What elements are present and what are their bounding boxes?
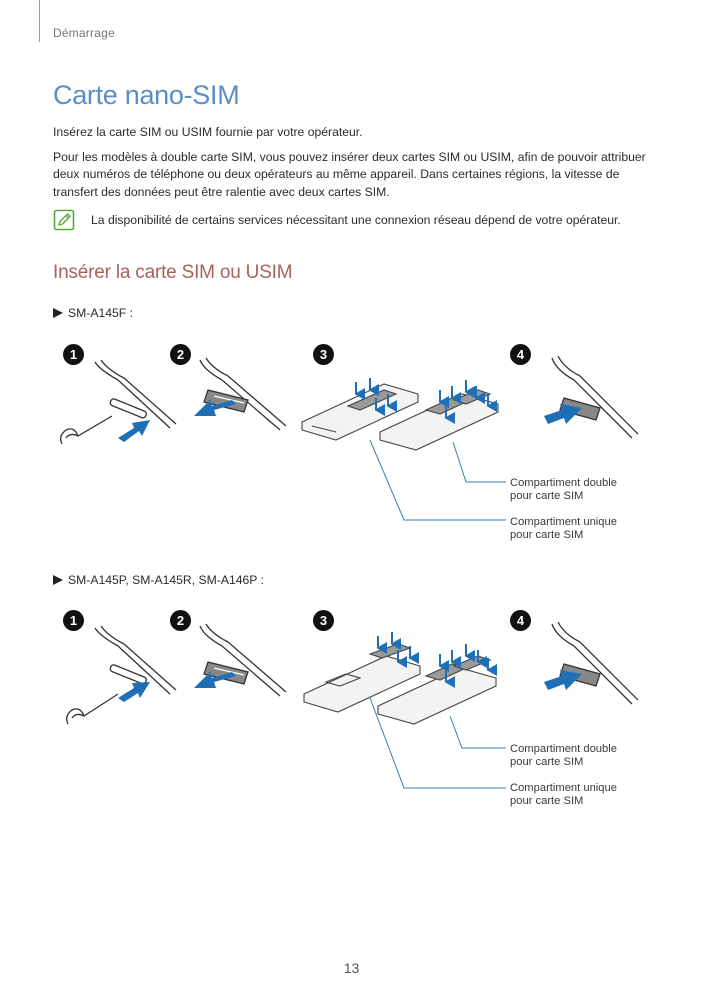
section-subtitle: Insérer la carte SIM ou USIM [53, 262, 293, 283]
push-tray-arrow [544, 670, 582, 690]
model-label-text: SM-A145P, SM-A145R, SM-A146P : [68, 573, 264, 587]
insert-sim-arrows [354, 378, 497, 424]
phone-edge-tray-in-step [551, 621, 639, 705]
step-badge-4: 4 [510, 344, 531, 365]
intro-paragraph: Insérez la carte SIM ou USIM fournie par… [53, 125, 363, 139]
phone-edge-tray-in-step [551, 355, 639, 439]
sim-installation-illustration-1 [60, 355, 639, 521]
section-label: Démarrage [53, 26, 115, 40]
step-badge-1: 1 [63, 344, 84, 365]
model-label-2: SM-A145P, SM-A145R, SM-A146P : [53, 573, 264, 587]
callout-single-sim-1: Compartiment unique pour carte SIM [510, 516, 617, 541]
phone-edge-tray-out-step [199, 357, 287, 431]
pointer-triangle-icon [53, 308, 63, 318]
phone-edge-tray-out-step [199, 623, 287, 697]
phone-edge-ejection-step [60, 359, 177, 445]
step-badge-2: 2 [170, 344, 191, 365]
step-badge-1: 1 [63, 610, 84, 631]
insert-pin-arrow [118, 682, 150, 702]
model-label-text: SM-A145F : [68, 306, 134, 320]
pull-tray-arrow [194, 672, 236, 688]
model-label-1: SM-A145F : [53, 306, 133, 320]
insert-sim-arrows [376, 632, 497, 688]
step-badge-4: 4 [510, 610, 531, 631]
callout-dual-sim-2: Compartiment double pour carte SIM [510, 743, 617, 768]
note-pencil-icon [53, 209, 75, 231]
step-badge-3: 3 [313, 610, 334, 631]
callout-leaders [369, 439, 506, 521]
pull-tray-arrow [194, 400, 236, 416]
sim-installation-illustration-2 [66, 621, 639, 789]
step-badge-3: 3 [313, 344, 334, 365]
push-tray-arrow [544, 404, 582, 424]
step-badge-2: 2 [170, 610, 191, 631]
callout-dual-sim-1: Compartiment double pour carte SIM [510, 477, 617, 502]
note-text: La disponibilité de certains services né… [91, 213, 621, 227]
page-title: Carte nano-SIM [53, 80, 240, 110]
dual-sim-paragraph: Pour les modèles à double carte SIM, vou… [53, 150, 646, 199]
header-rule [39, 0, 40, 42]
phone-edge-ejection-step [66, 625, 177, 725]
page-number: 13 [343, 960, 360, 976]
callout-leaders [369, 697, 506, 789]
pointer-triangle-icon [53, 575, 63, 585]
callout-single-sim-2: Compartiment unique pour carte SIM [510, 782, 617, 807]
insert-pin-arrow [118, 420, 150, 442]
